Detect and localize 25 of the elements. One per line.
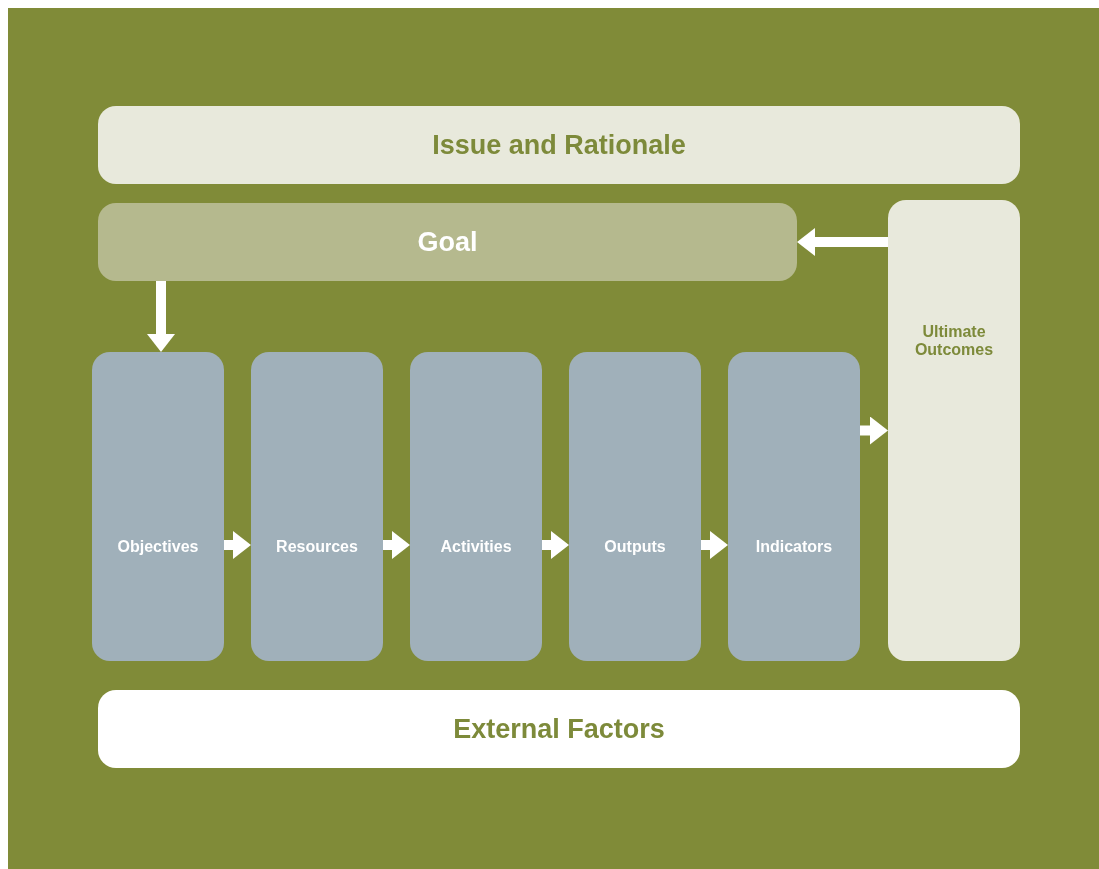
node-label: Ultimate Outcomes bbox=[913, 322, 995, 359]
node-label: External Factors bbox=[453, 713, 665, 745]
stage-column bbox=[92, 352, 224, 661]
outcome-column bbox=[888, 200, 1020, 661]
arrow bbox=[147, 281, 175, 352]
arrow bbox=[797, 228, 888, 256]
arrow bbox=[701, 531, 728, 559]
arrow bbox=[860, 416, 888, 445]
node-label: Resources bbox=[276, 537, 358, 556]
stage-column bbox=[728, 352, 860, 661]
node-label: Outputs bbox=[604, 537, 666, 556]
stage-column bbox=[569, 352, 701, 661]
node-label: Issue and Rationale bbox=[432, 129, 686, 161]
goal-banner bbox=[98, 203, 797, 281]
node-label: Objectives bbox=[117, 537, 199, 556]
node-label: Activities bbox=[440, 537, 512, 556]
arrow bbox=[224, 531, 251, 559]
node-label: Goal bbox=[417, 226, 478, 258]
node-label: Indicators bbox=[755, 537, 833, 556]
banner-box bbox=[98, 690, 1020, 768]
arrow bbox=[383, 531, 410, 559]
banner-box bbox=[98, 106, 1020, 184]
arrow bbox=[542, 531, 569, 559]
stage-column bbox=[251, 352, 383, 661]
stage-column bbox=[410, 352, 542, 661]
